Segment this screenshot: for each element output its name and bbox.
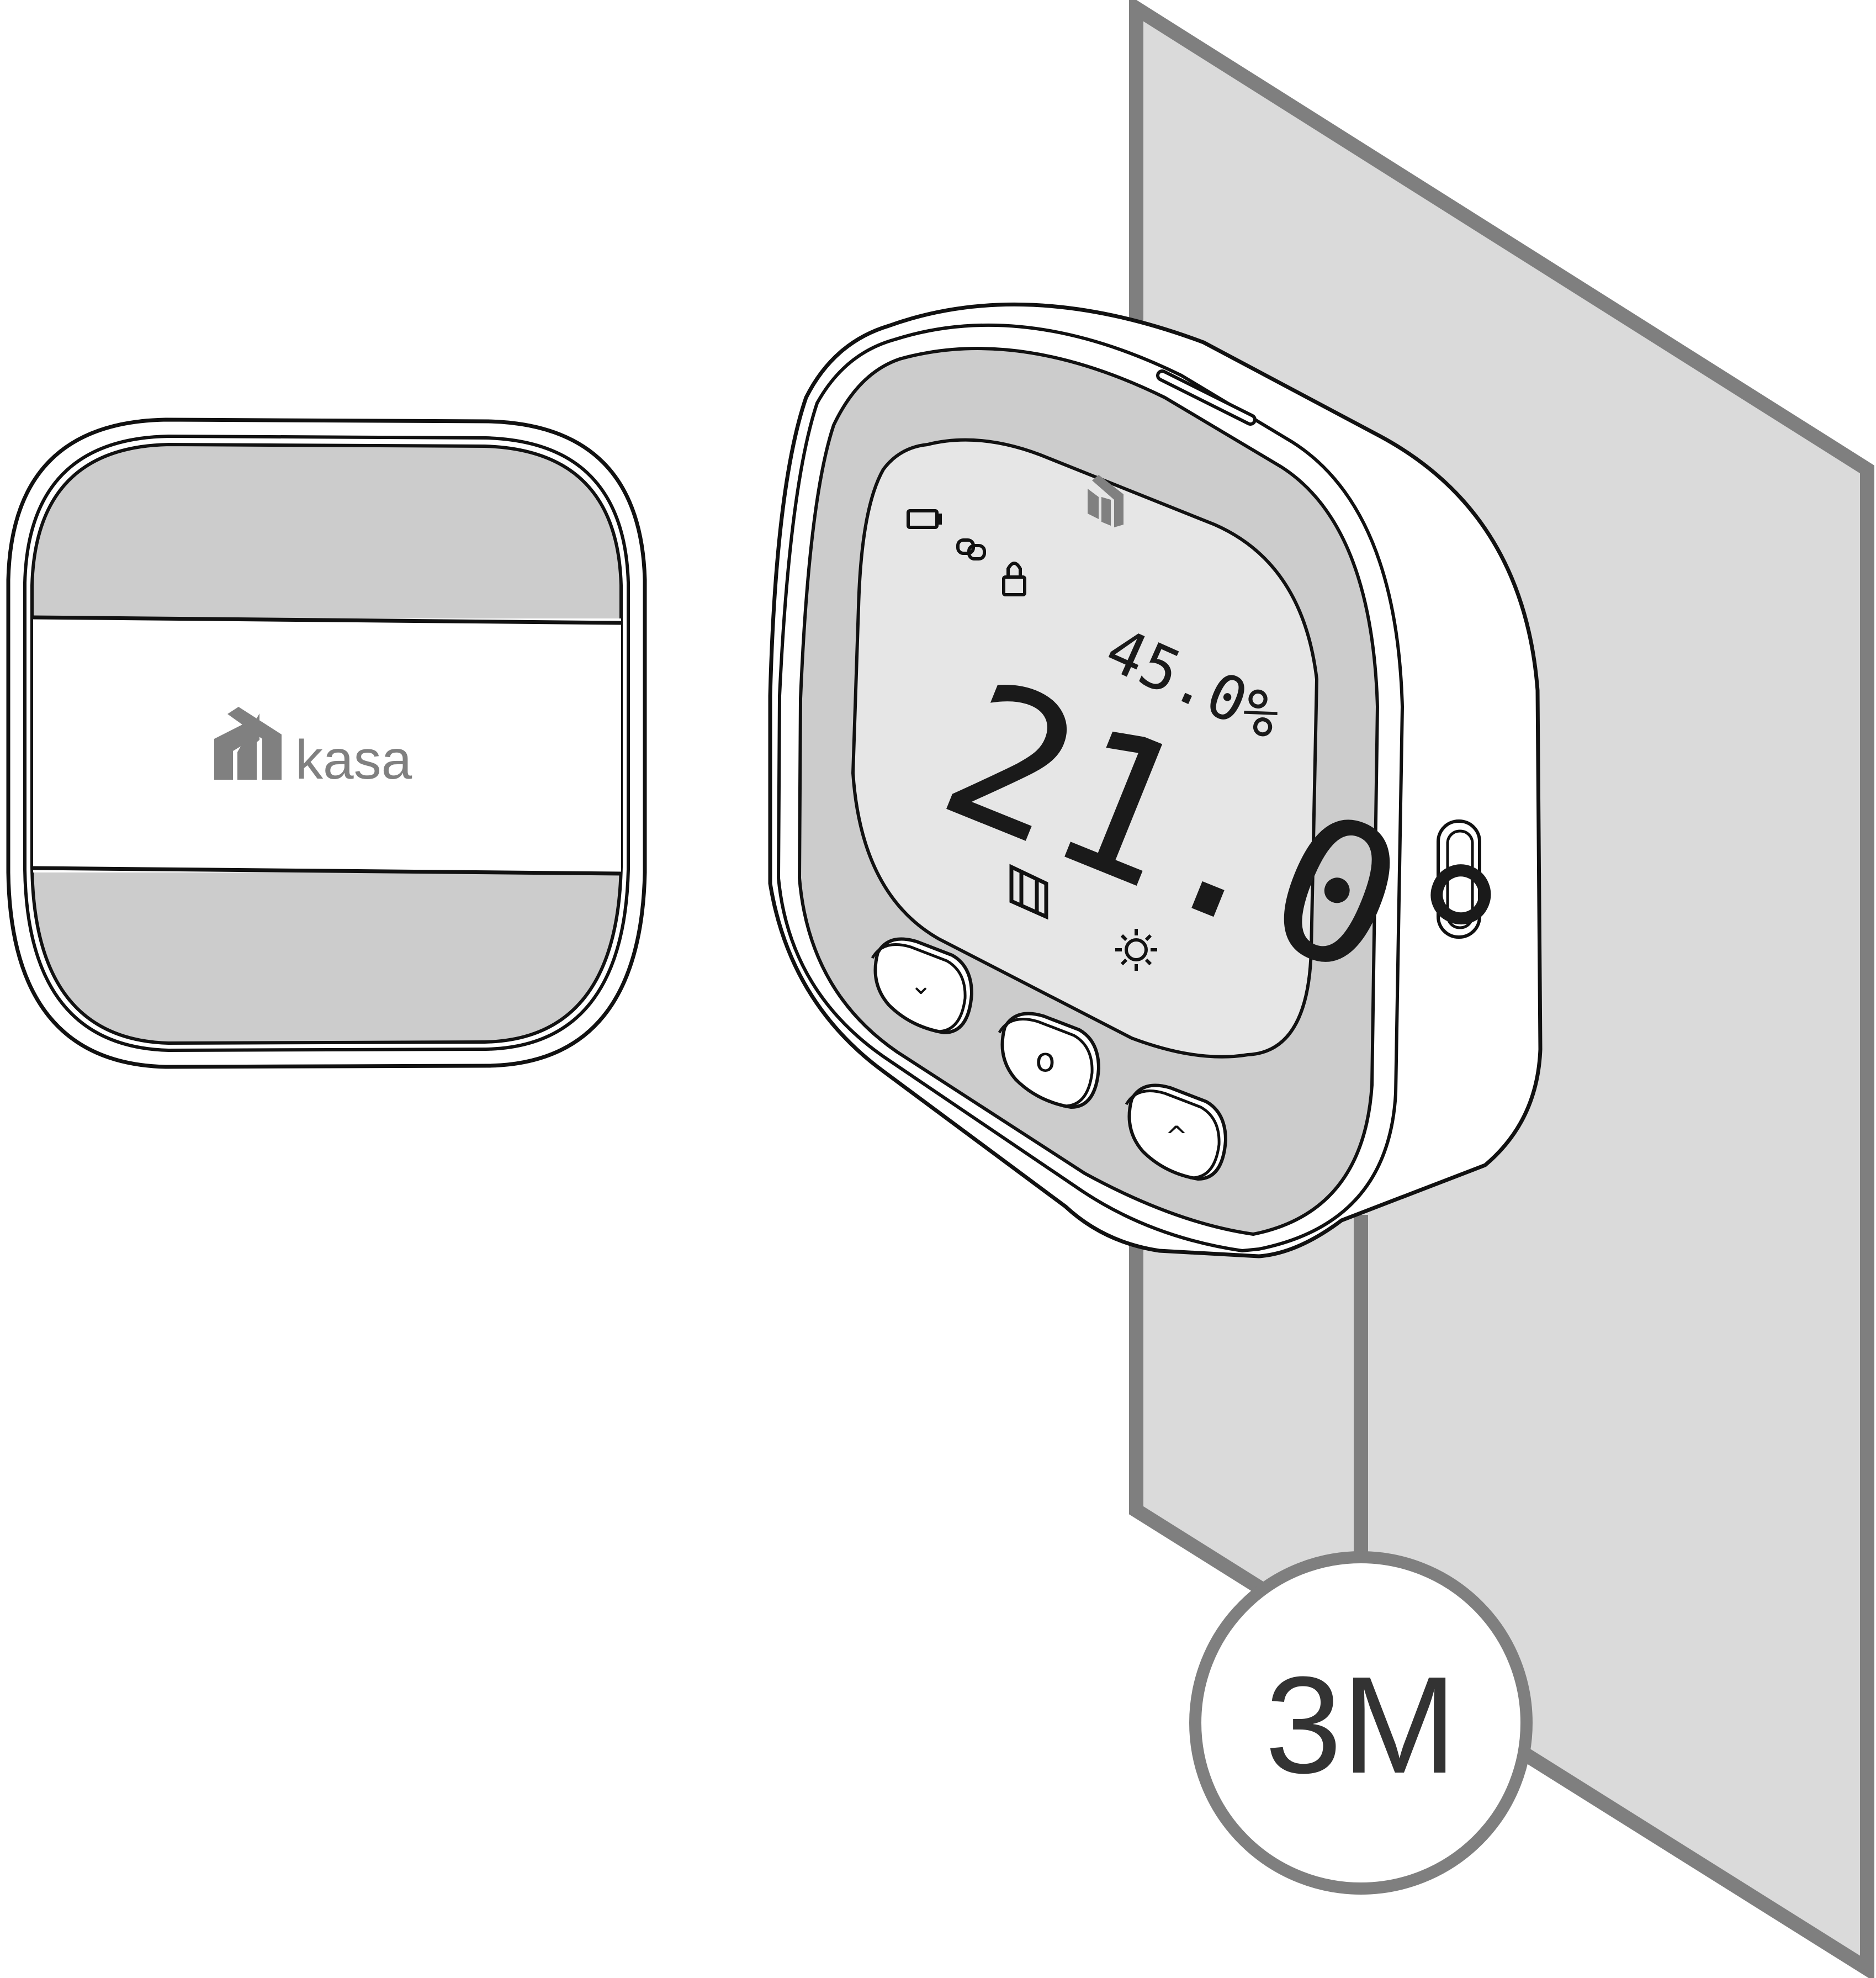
hub-shell-line	[23, 434, 630, 1053]
top-slot-inner	[1159, 373, 1253, 422]
adhesive-badge-circle	[1189, 1551, 1533, 1895]
lock-icon	[1002, 562, 1026, 596]
sun-icon	[1115, 929, 1157, 971]
up-button-glyph: ^	[1165, 1120, 1188, 1152]
lcd-screen	[851, 438, 1319, 1059]
down-button[interactable]: ⌄	[871, 937, 974, 1035]
side-button-inner	[1446, 829, 1474, 929]
down-button-glyph: ⌄	[910, 970, 932, 1001]
brand-label: kasa	[295, 729, 412, 791]
ok-button-glyph: o	[1035, 1041, 1056, 1080]
device-logo-icon	[1088, 475, 1124, 527]
kasa-hub: kasa	[6, 417, 647, 1069]
up-button[interactable]: ^	[1125, 1083, 1228, 1181]
thermo-hygrometer: 45.0% 21.0° ⌄ o ^	[768, 302, 1543, 1258]
window-icon	[1009, 864, 1048, 920]
kasa-logo-icon	[214, 707, 282, 780]
hub-white-band	[33, 618, 621, 872]
ok-button[interactable]: o	[998, 1012, 1101, 1109]
link-icon	[956, 538, 986, 560]
adhesive-badge: 3M	[1189, 1551, 1533, 1895]
battery-icon	[907, 509, 942, 529]
hub-band-top-edge	[31, 615, 622, 625]
adhesive-label: 3M	[1265, 1648, 1456, 1802]
hub-band-bottom-edge	[31, 866, 622, 876]
